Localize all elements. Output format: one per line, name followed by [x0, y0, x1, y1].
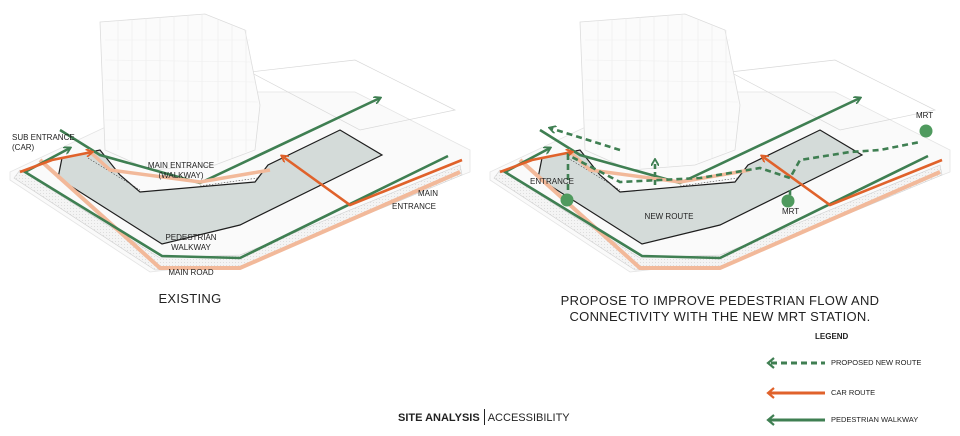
- legend-label-proposed-new-route: PROPOSED NEW ROUTE: [831, 358, 922, 367]
- right-sub-entrance-car-route: [499, 152, 572, 174]
- right-proposed-route-branch-west: [550, 128, 621, 152]
- left-label-sub-entrance: SUB ENTRANCE: [12, 133, 75, 142]
- mrt-top-dot: [919, 124, 933, 138]
- right-entrance-peach-line: [566, 148, 751, 184]
- legend-dashed-arrow-icon: [766, 357, 825, 369]
- left-label-main-entrance-2: ENTRANCE: [392, 202, 436, 211]
- left-label-main-road: MAIN ROAD: [168, 268, 214, 277]
- right-label-entrance: ENTRANCE: [530, 177, 574, 186]
- left-main-entrance-walkway-route: [59, 98, 380, 185]
- right-main-entrance-car-route: [762, 156, 943, 207]
- left-site-plan: SUB ENTRANCE (CAR) MAIN ENTRANCE (WALKWA…: [9, 13, 471, 277]
- legend-label-car-route: CAR ROUTE: [831, 388, 876, 397]
- sheet-title-divider: [483, 409, 485, 425]
- left-steps: [87, 157, 259, 191]
- legend-green-arrow-icon: [766, 414, 825, 426]
- left-building-tower: [99, 13, 261, 171]
- sheet-title-bold: SITE ANALYSIS: [398, 412, 480, 424]
- sheet-title: SITE ANALYSIS ACCESSIBILITY: [398, 409, 570, 425]
- legend-item-proposed-new-route: PROPOSED NEW ROUTE: [765, 356, 955, 370]
- right-label-new-route: NEW ROUTE: [645, 212, 694, 221]
- right-context-lines: [728, 59, 937, 131]
- left-label-walkway: WALKWAY: [171, 243, 211, 252]
- legend-label-pedestrian-walkway: PEDESTRIAN WALKWAY: [831, 415, 919, 424]
- entrance-dot: [560, 193, 574, 207]
- left-main-road-line: [38, 158, 461, 270]
- left-label-main-entrance: MAIN: [418, 189, 438, 198]
- sheet-title-regular: ACCESSIBILITY: [487, 412, 570, 424]
- caption-proposal-line2: CONNECTIVITY WITH THE NEW MRT STATION.: [569, 309, 871, 324]
- right-building-tower: [579, 13, 741, 171]
- left-label-main-entrance-walkway-2: (WALKWAY): [158, 171, 203, 180]
- right-proposed-new-route: [566, 140, 921, 200]
- right-steps: [567, 157, 739, 191]
- right-label-mrt-bottom: MRT: [782, 207, 799, 216]
- left-context-lines: [248, 59, 457, 131]
- left-entrance-peach-line: [86, 148, 271, 184]
- mrt-bottom-dot: [781, 194, 795, 208]
- left-main-entrance-car-route: [282, 156, 463, 207]
- caption-existing: EXISTING: [158, 291, 222, 306]
- left-label-main-entrance-walkway: MAIN ENTRANCE: [148, 161, 214, 170]
- left-label-sub-entrance-car: (CAR): [12, 143, 35, 152]
- right-main-road-line: [518, 158, 941, 270]
- right-label-mrt-top: MRT: [916, 111, 933, 120]
- legend-orange-arrow-icon: [766, 387, 825, 399]
- right-site-plan: ENTRANCE NEW ROUTE MRT MRT: [489, 13, 951, 273]
- legend-item-pedestrian-walkway: PEDESTRIAN WALKWAY: [765, 413, 955, 427]
- legend-title: LEGEND: [815, 332, 849, 341]
- left-sub-entrance-car-route: [19, 152, 92, 174]
- caption-proposal-line1: PROPOSE TO IMPROVE PEDESTRIAN FLOW AND: [560, 293, 880, 308]
- legend-item-car-route: CAR ROUTE: [765, 386, 955, 400]
- right-top-walkway-route: [539, 98, 860, 185]
- left-label-pedestrian: PEDESTRIAN: [165, 233, 216, 242]
